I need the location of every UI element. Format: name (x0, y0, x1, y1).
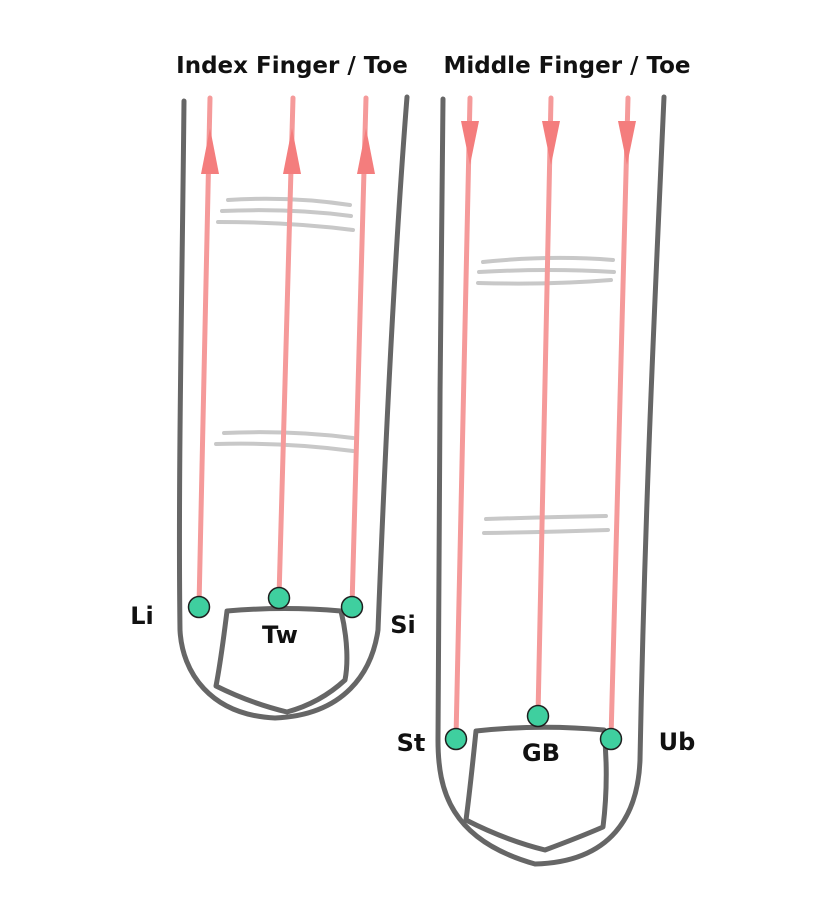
middle-meridian-line-gb (535, 95, 554, 718)
middle-meridian-line-ub (608, 95, 631, 741)
point-ub-dot (599, 727, 623, 751)
middle-crease-5 (482, 528, 610, 535)
point-si-label: Si (390, 611, 416, 639)
middle-finger-outline (435, 94, 667, 867)
index-finger-title: Index Finger / Toe (176, 53, 408, 79)
point-st-label: St (397, 729, 426, 757)
point-gb-label: GB (522, 739, 560, 767)
index-crease-2 (220, 208, 353, 218)
middle-finger-group: Middle Finger / Toe St GB Ub (397, 53, 696, 867)
middle-crease-4 (484, 514, 608, 521)
point-li-dot (187, 595, 211, 619)
middle-arrow-down-st (461, 121, 479, 165)
middle-crease-3 (476, 278, 613, 286)
point-st-dot (444, 727, 468, 751)
index-meridian-line-si (349, 95, 369, 609)
point-ub-label: Ub (659, 728, 696, 756)
index-arrow-up-si (357, 128, 375, 174)
index-finger-outline (176, 94, 410, 721)
index-crease-4 (222, 430, 355, 440)
middle-finger-title: Middle Finger / Toe (443, 53, 690, 79)
index-finger-group: Index Finger / Toe Li Tw Si (130, 53, 416, 721)
index-fingernail (213, 606, 350, 715)
index-arrow-up-li (201, 128, 219, 174)
middle-meridian-line-st (453, 95, 473, 741)
point-gb-dot (526, 704, 550, 728)
point-li-label: Li (130, 602, 154, 630)
index-crease-3 (216, 220, 355, 232)
index-arrow-up-tw (283, 128, 301, 174)
point-si-dot (340, 595, 364, 619)
point-tw-label: Tw (262, 621, 298, 649)
index-meridian-line-tw (276, 95, 296, 600)
middle-arrow-down-ub (618, 121, 636, 165)
index-meridian-line-li (196, 95, 213, 609)
middle-fingernail (463, 724, 609, 853)
middle-arrow-down-gb (542, 121, 560, 165)
point-tw-dot (267, 586, 291, 610)
